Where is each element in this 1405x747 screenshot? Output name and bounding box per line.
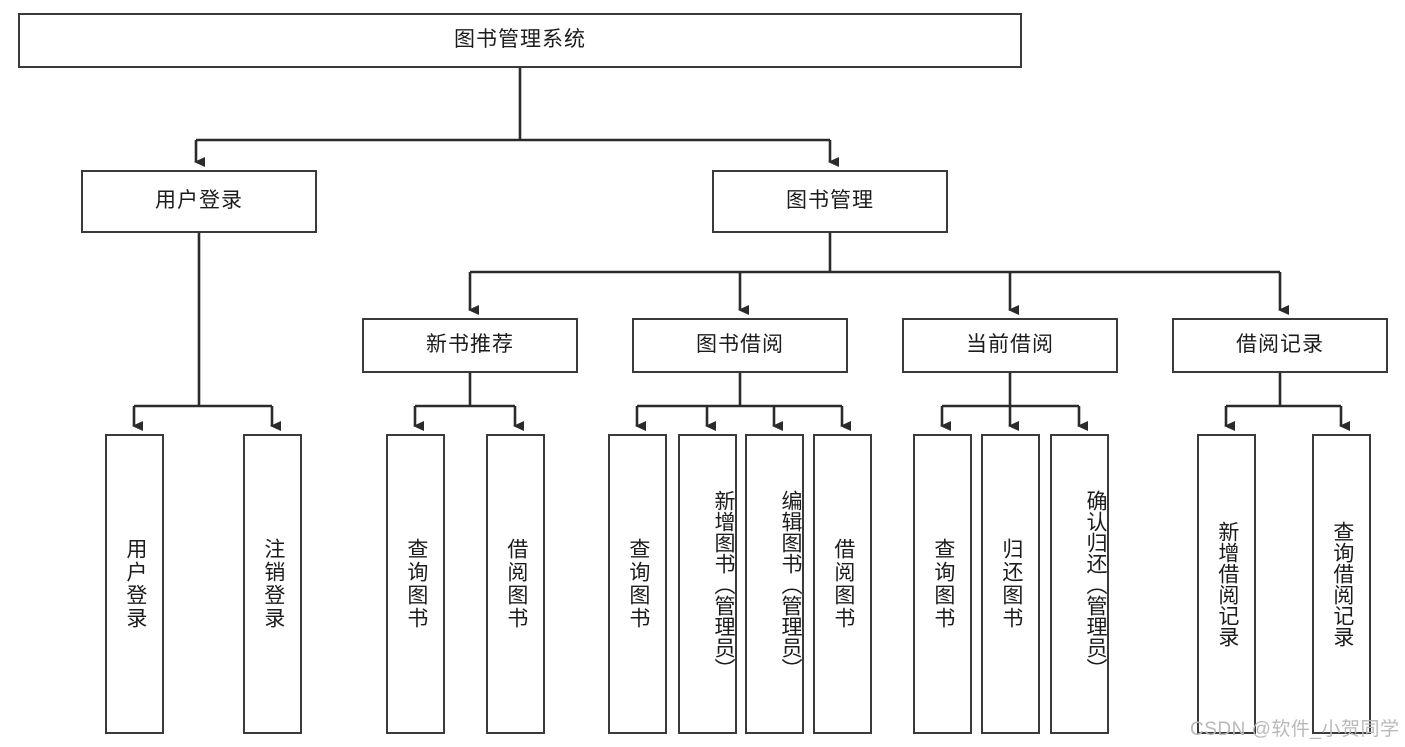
node-label: 查询图书 — [931, 538, 955, 630]
leaf-return-book[interactable]: 归还图书 — [981, 434, 1040, 734]
watermark-credit: CSDN @软件_小贺同学 — [1190, 719, 1400, 740]
leaf-add-book-admin[interactable]: 新增图书（管理员） — [678, 434, 737, 734]
node-label: 借阅记录 — [1236, 333, 1324, 357]
node-book-borrow[interactable]: 图书借阅 — [632, 318, 848, 373]
leaf-query-borrow-record[interactable]: 查询借阅记录 — [1312, 434, 1371, 734]
leaf-borrow-book[interactable]: 借阅图书 — [813, 434, 872, 734]
node-label: 确认归还（管理员） — [1084, 489, 1107, 679]
leaf-borrow-book-recommend[interactable]: 借阅图书 — [486, 434, 545, 734]
node-label: 用户登录 — [123, 538, 147, 630]
node-current-borrow[interactable]: 当前借阅 — [902, 318, 1118, 373]
node-label: 查询借阅记录 — [1330, 521, 1354, 647]
node-label: 编辑图书（管理员） — [779, 489, 802, 679]
leaf-query-book-recommend[interactable]: 查询图书 — [386, 434, 445, 734]
node-label: 新书推荐 — [426, 333, 514, 357]
node-book-management[interactable]: 图书管理 — [712, 170, 948, 233]
leaf-edit-book-admin[interactable]: 编辑图书（管理员） — [745, 434, 804, 734]
leaf-logout[interactable]: 注销登录 — [243, 434, 302, 734]
node-label: 图书借阅 — [696, 333, 784, 357]
node-label: 借阅图书 — [831, 538, 855, 630]
leaf-query-book-borrow[interactable]: 查询图书 — [608, 434, 667, 734]
leaf-add-borrow-record[interactable]: 新增借阅记录 — [1197, 434, 1256, 734]
node-label: 查询图书 — [404, 538, 428, 630]
node-label: 图书管理系统 — [454, 28, 586, 52]
node-label: 注销登录 — [261, 538, 285, 630]
node-new-book-recommend[interactable]: 新书推荐 — [362, 318, 578, 373]
leaf-query-book-current[interactable]: 查询图书 — [913, 434, 972, 734]
node-label: 当前借阅 — [966, 333, 1054, 357]
node-label: 归还图书 — [999, 538, 1023, 630]
leaf-user-login[interactable]: 用户登录 — [105, 434, 164, 734]
node-label: 用户登录 — [155, 189, 243, 213]
node-label: 查询图书 — [626, 538, 650, 630]
node-borrow-record[interactable]: 借阅记录 — [1172, 318, 1388, 373]
leaf-confirm-return-admin[interactable]: 确认归还（管理员） — [1050, 434, 1109, 734]
node-label: 新增图书（管理员） — [712, 489, 735, 679]
node-root[interactable]: 图书管理系统 — [18, 13, 1022, 68]
node-label: 借阅图书 — [504, 538, 528, 630]
node-label: 新增借阅记录 — [1215, 521, 1239, 647]
node-user-login[interactable]: 用户登录 — [81, 170, 317, 233]
node-label: 图书管理 — [786, 189, 874, 213]
